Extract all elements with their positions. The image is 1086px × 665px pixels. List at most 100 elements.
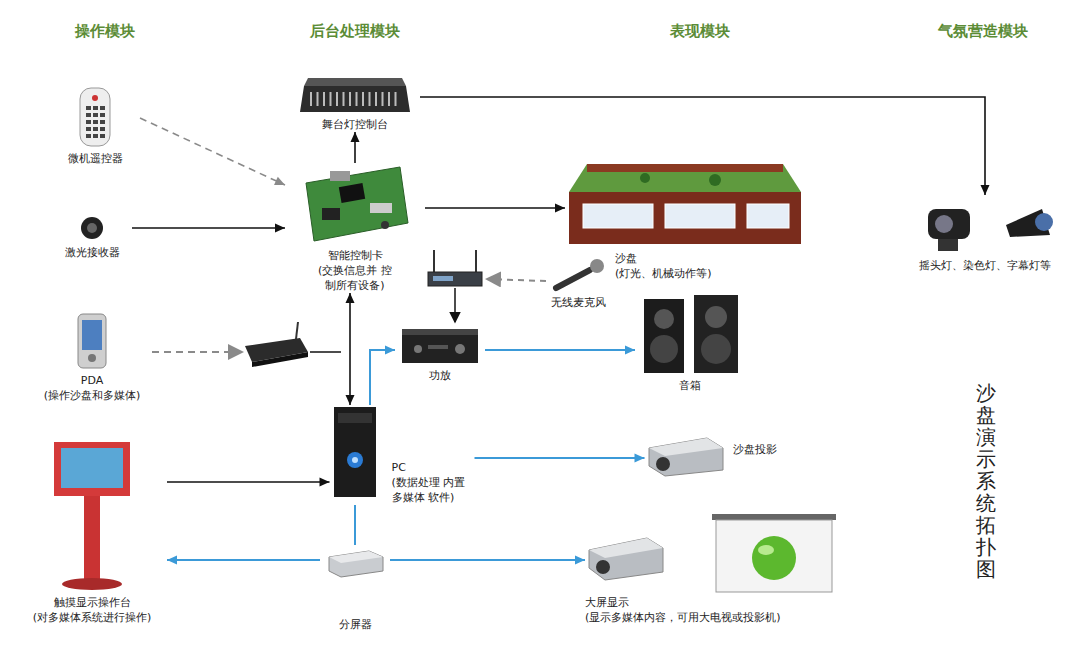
connector-line	[485, 349, 635, 351]
connector	[346, 293, 355, 405]
connector-line	[420, 97, 985, 195]
device-label: 大屏显示	[585, 595, 811, 610]
connector-line	[370, 350, 395, 405]
device-label: (操作沙盘和多媒体)	[33, 388, 151, 403]
device-node: 功放	[395, 325, 485, 383]
caption-group: 沙盘投影	[733, 430, 799, 457]
device-label: PC	[392, 460, 468, 475]
caption-group: 大屏显示(显示多媒体内容，可用大电视或投影机)	[585, 595, 811, 625]
caption-group: 微机遥控器	[55, 151, 135, 166]
device-label: PDA	[33, 373, 151, 388]
device-node: 舞台灯控制台	[290, 74, 420, 132]
arrow-head	[981, 185, 990, 195]
wireless-link	[487, 279, 546, 281]
diagram-title: 沙盘演示系统拓扑图	[976, 382, 996, 580]
device-label: (对多媒体系统进行操作)	[19, 610, 165, 625]
device-icon	[72, 312, 112, 370]
connector	[390, 556, 585, 565]
device-label: 分屏器	[325, 617, 385, 632]
device-label: 微机遥控器	[55, 151, 135, 166]
caption-group: 智能控制卡(交换信息并 控制所有设备)	[313, 248, 397, 293]
arrow-head	[635, 454, 645, 463]
device-icon	[645, 430, 725, 478]
device-node: 大屏显示(显示多媒体内容，可用大电视或投影机)	[585, 528, 815, 625]
arrow-head	[575, 556, 585, 565]
device-node: PC(数据处理 内置多媒体 软件)	[330, 405, 475, 505]
device-label: 无线麦克风	[544, 295, 612, 310]
arrow-head	[346, 293, 355, 303]
wire	[454, 288, 456, 322]
connector	[167, 478, 330, 487]
device-label: (显示多媒体内容，可用大电视或投影机)	[585, 610, 811, 625]
caption-group: PDA(操作沙盘和多媒体)	[33, 373, 151, 403]
arrow-head	[274, 177, 285, 185]
device-label: (数据处理 内置多媒体 软件)	[392, 475, 468, 505]
caption-group: 分屏器	[325, 617, 385, 632]
device-node: 微机遥控器	[50, 86, 140, 166]
wireless-receiver-icon	[428, 250, 482, 286]
connector-line	[390, 559, 585, 561]
caption-group: 音箱	[660, 378, 720, 393]
caption-group: 触摸显示操作台(对多媒体系统进行操作)	[19, 595, 165, 625]
connector-line	[167, 559, 320, 561]
device-label: 触摸显示操作台	[19, 595, 165, 610]
arrow-head	[625, 346, 635, 355]
device-icon	[585, 528, 665, 583]
connector	[140, 118, 285, 185]
connector	[370, 346, 395, 406]
connector	[475, 454, 645, 463]
connector-line	[354, 505, 356, 545]
connector	[420, 97, 990, 195]
connector-line	[475, 457, 645, 459]
module-header: 气氛营造模块	[938, 22, 1028, 40]
connector-line	[167, 481, 330, 483]
caption-group: PC(数据处理 内置多媒体 软件)	[392, 405, 468, 505]
device-icon	[77, 214, 107, 242]
caption-group: 激光接收器	[54, 245, 130, 260]
caption-group: 无线麦克风	[544, 295, 612, 310]
caption-group: 舞台灯控制台	[300, 117, 410, 132]
connector	[351, 132, 360, 163]
wireless-link	[152, 351, 242, 353]
caption-group: 摇头灯、染色灯、字幕灯等	[905, 258, 1065, 273]
connector-line	[132, 227, 285, 229]
device-node: 分屏器	[320, 545, 390, 632]
device-label: 智能控制卡	[313, 248, 397, 263]
device-label: (交换信息并 控制所有设备)	[313, 263, 397, 293]
device-label: 激光接收器	[54, 245, 130, 260]
device-icon	[910, 195, 1060, 255]
module-header: 表现模块	[670, 22, 730, 40]
device-icon	[330, 405, 380, 500]
device-node: 摇头灯、染色灯、字幕灯等	[900, 195, 1070, 273]
connector	[425, 204, 565, 213]
screen-icon	[712, 514, 836, 592]
router-icon	[245, 322, 308, 367]
device-label: 摇头灯、染色灯、字幕灯等	[905, 258, 1065, 273]
connector	[132, 224, 285, 233]
device-icon	[300, 74, 410, 114]
device-icon	[550, 258, 606, 292]
device-label: 功放	[410, 368, 470, 383]
device-node: 沙盘投影	[645, 430, 800, 478]
connector-line	[140, 118, 285, 185]
device-icon	[565, 148, 805, 248]
device-icon	[640, 293, 740, 375]
connector-line	[425, 207, 565, 209]
device-icon	[400, 325, 480, 365]
module-header: 后台处理模块	[310, 22, 400, 40]
device-node: 音箱	[635, 293, 745, 393]
device-node: 激光接收器	[52, 214, 132, 260]
module-header: 操作模块	[75, 22, 135, 40]
arrow-head	[385, 346, 395, 355]
device-icon	[75, 86, 115, 148]
device-node: 触摸显示操作台(对多媒体系统进行操作)	[17, 440, 167, 625]
arrow-head	[275, 224, 285, 233]
device-node: 智能控制卡(交换信息并 控制所有设备)	[285, 163, 425, 293]
device-node: PDA(操作沙盘和多媒体)	[32, 312, 152, 403]
connector	[485, 346, 635, 355]
device-label: 舞台灯控制台	[300, 117, 410, 132]
arrow-head	[555, 204, 565, 213]
device-icon	[325, 545, 385, 579]
